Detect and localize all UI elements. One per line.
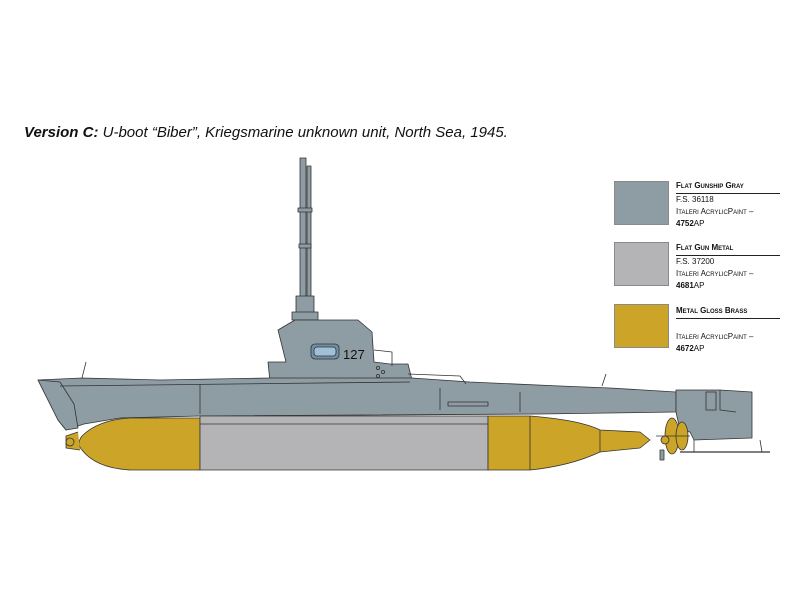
legend-metal-gloss-brass: Metal Gloss Brass Italeri AcrylicPaint –…: [676, 305, 780, 355]
legend-color-name: Metal Gloss Brass: [676, 305, 780, 319]
version-description: U-boot “Biber”, Kriegsmarine unknown uni…: [102, 124, 508, 141]
legend-paint: Italeri AcrylicPaint – 4672AP: [676, 332, 754, 353]
legend-flat-gun-metal: Flat Gun Metal F.S. 37200 Italeri Acryli…: [676, 242, 780, 292]
conning-tower: [267, 319, 413, 383]
legend-fs-code: F.S. 36118: [676, 195, 714, 204]
torpedo-left-brass: [78, 417, 201, 471]
swatch-flat-gun-metal: [614, 242, 669, 286]
legend-color-name: Flat Gun Metal: [676, 242, 780, 256]
legend-paint: Italeri AcrylicPaint – 4752AP: [676, 207, 754, 228]
periscope-mast: [291, 157, 319, 321]
swatch-flat-gunship-gray: [614, 181, 669, 225]
legend-flat-gunship-gray: Flat Gunship Gray F.S. 36118 Italeri Acr…: [676, 180, 780, 230]
legend-paint: Italeri AcrylicPaint – 4681AP: [676, 269, 754, 290]
swatch-metal-gloss-brass: [614, 304, 669, 348]
version-title: Version C: U-boot “Biber”, Kriegsmarine …: [24, 124, 508, 141]
propeller: [656, 417, 690, 461]
torpedo-right-brass: [487, 415, 651, 471]
bow: [37, 379, 79, 431]
legend-color-name: Flat Gunship Gray: [676, 180, 780, 194]
legend-fs-code: [676, 319, 780, 331]
legend-fs-code: F.S. 37200: [676, 257, 715, 266]
version-label: Version C:: [24, 124, 99, 141]
hull-number: 127: [343, 347, 365, 362]
